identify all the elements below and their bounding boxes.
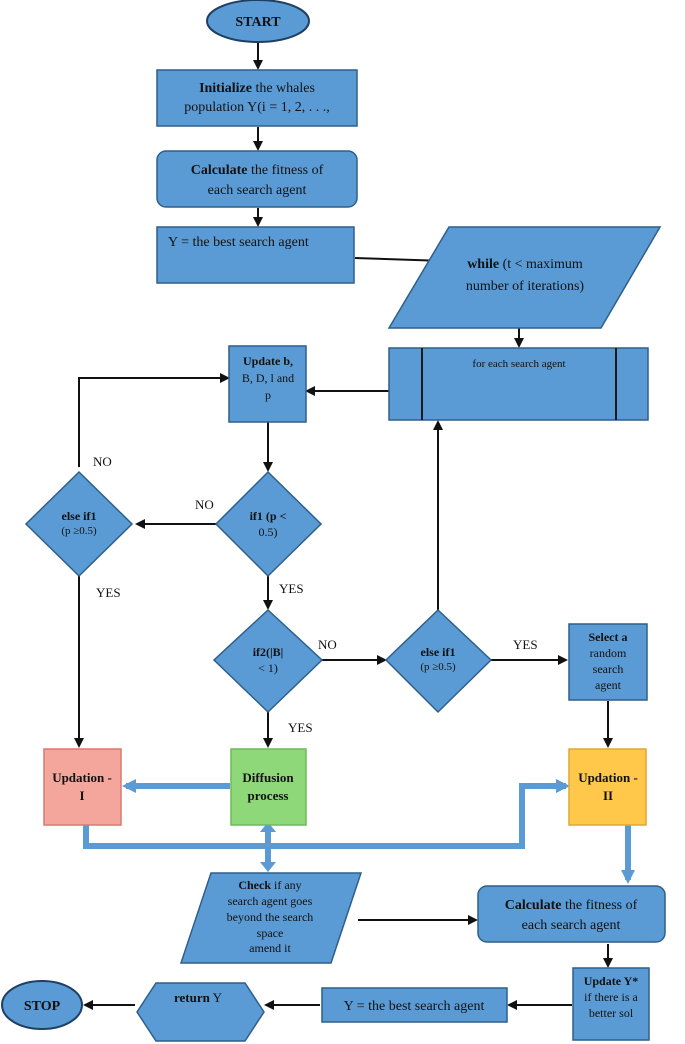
initialize-box	[156, 69, 358, 127]
connectors	[74, 43, 613, 1010]
best-agent-box-2	[321, 987, 508, 1023]
elseif-right-line2: (p ≥0.5)	[420, 661, 456, 673]
diffusion-line2: process	[248, 788, 289, 803]
thick-connectors	[83, 779, 635, 884]
if1-decision	[214, 470, 323, 578]
edge-label-no-mid: NO	[195, 497, 214, 512]
calculate-fitness-2-line2: each search agent	[522, 918, 621, 933]
check-line4: space	[257, 926, 284, 940]
if2-decision	[212, 608, 324, 714]
best-agent-1-label: Y = the best search agent	[168, 235, 309, 250]
edge-label-no-if2: NO	[318, 637, 337, 652]
return-box	[136, 982, 265, 1042]
while-loop-box	[387, 226, 662, 329]
updation-1-line2: I	[79, 788, 84, 803]
diffusion-line1: Diffusion	[242, 770, 294, 785]
calculate-fitness-1-line1: Calculate the fitness of	[191, 163, 324, 178]
update-params-line3: p	[265, 388, 271, 402]
elseif-left-decision	[24, 470, 134, 578]
edge-label-yes-left: YES	[96, 585, 121, 600]
stop-label: STOP	[24, 999, 61, 1014]
edge-label-yes-mid: YES	[279, 581, 304, 596]
select-line4: agent	[595, 678, 622, 692]
edge-label-yes-right: YES	[513, 637, 538, 652]
updation-2-line2: II	[603, 788, 613, 803]
best-agent-2-label: Y = the best search agent	[344, 999, 485, 1014]
elseif-right-line1: else if1	[421, 645, 456, 659]
update-params-line2: B, D, l and	[242, 371, 294, 385]
calculate-fitness-box-1	[156, 150, 358, 208]
best-agent-box-1	[156, 226, 355, 284]
edge-label-yes-if2: YES	[288, 720, 313, 735]
select-line3: search	[593, 662, 624, 676]
while-line2: number of iterations)	[466, 279, 585, 294]
calculate-fitness-1-line2: each search agent	[208, 183, 307, 198]
update-ystar-box	[572, 967, 650, 1041]
for-each-box	[388, 347, 649, 421]
if2-line2: < 1)	[258, 661, 278, 675]
update-ystar-line1: Update Y*	[584, 974, 639, 988]
select-random-box	[568, 623, 648, 701]
updation-1-box	[43, 748, 122, 826]
update-params-box	[228, 345, 307, 423]
while-line1: while (t < maximum	[467, 257, 583, 272]
calculate-fitness-2-line1: Calculate the fitness of	[505, 898, 638, 913]
check-line3: beyond the search	[227, 910, 314, 924]
updation-2-line1: Updation -	[578, 770, 638, 785]
updation-1-line1: Updation -	[52, 770, 112, 785]
if1-line2: 0.5)	[259, 525, 278, 539]
elseif-left-line1: else if1	[62, 509, 97, 523]
initialize-line2: population Y(i = 1, 2, . . .,	[184, 100, 329, 115]
elseif-right-decision	[384, 608, 493, 714]
start-terminal	[206, 0, 310, 43]
calculate-fitness-box-2	[477, 885, 666, 943]
initialize-line1: Initialize the whales	[199, 81, 315, 96]
for-each-label: for each search agent	[472, 358, 565, 370]
update-ystar-line3: better sol	[589, 1006, 634, 1020]
edge-label-no-left: NO	[93, 454, 112, 469]
update-ystar-line2: if there is a	[584, 990, 638, 1004]
stop-terminal	[1, 980, 83, 1030]
start-label: START	[235, 15, 281, 30]
return-label: return Y	[174, 990, 223, 1005]
check-line2: search agent goes	[228, 894, 313, 908]
check-boundary-box	[179, 872, 363, 964]
updation-2-box	[568, 748, 647, 826]
diffusion-box	[230, 748, 307, 826]
check-line1: Check if any	[238, 878, 301, 892]
check-line5: amend it	[249, 941, 291, 955]
select-line1: Select a	[589, 630, 628, 644]
if1-line1: if1 (p <	[250, 509, 287, 523]
update-params-line1: Update b,	[243, 354, 293, 368]
if2-line1: if2(|B|	[253, 645, 284, 659]
select-line2: random	[590, 646, 627, 660]
elseif-left-line2: (p ≥0.5)	[61, 525, 97, 537]
